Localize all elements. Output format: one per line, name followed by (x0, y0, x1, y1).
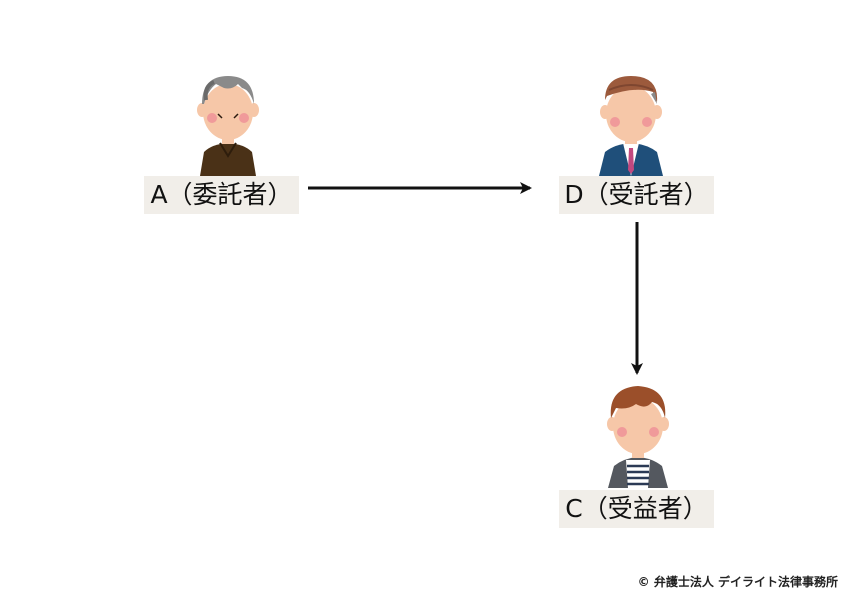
copyright-text: © 弁護士法人 デイライト法律事務所 (637, 575, 838, 589)
businessman-icon (599, 76, 663, 176)
young-man-icon (607, 386, 669, 488)
node-label-trustee: D（受託者） (559, 176, 714, 214)
elderly-man-icon (197, 76, 259, 176)
node-label-settlor: A（委託者） (144, 176, 299, 214)
node-label-beneficiary: C（受益者） (559, 490, 714, 528)
